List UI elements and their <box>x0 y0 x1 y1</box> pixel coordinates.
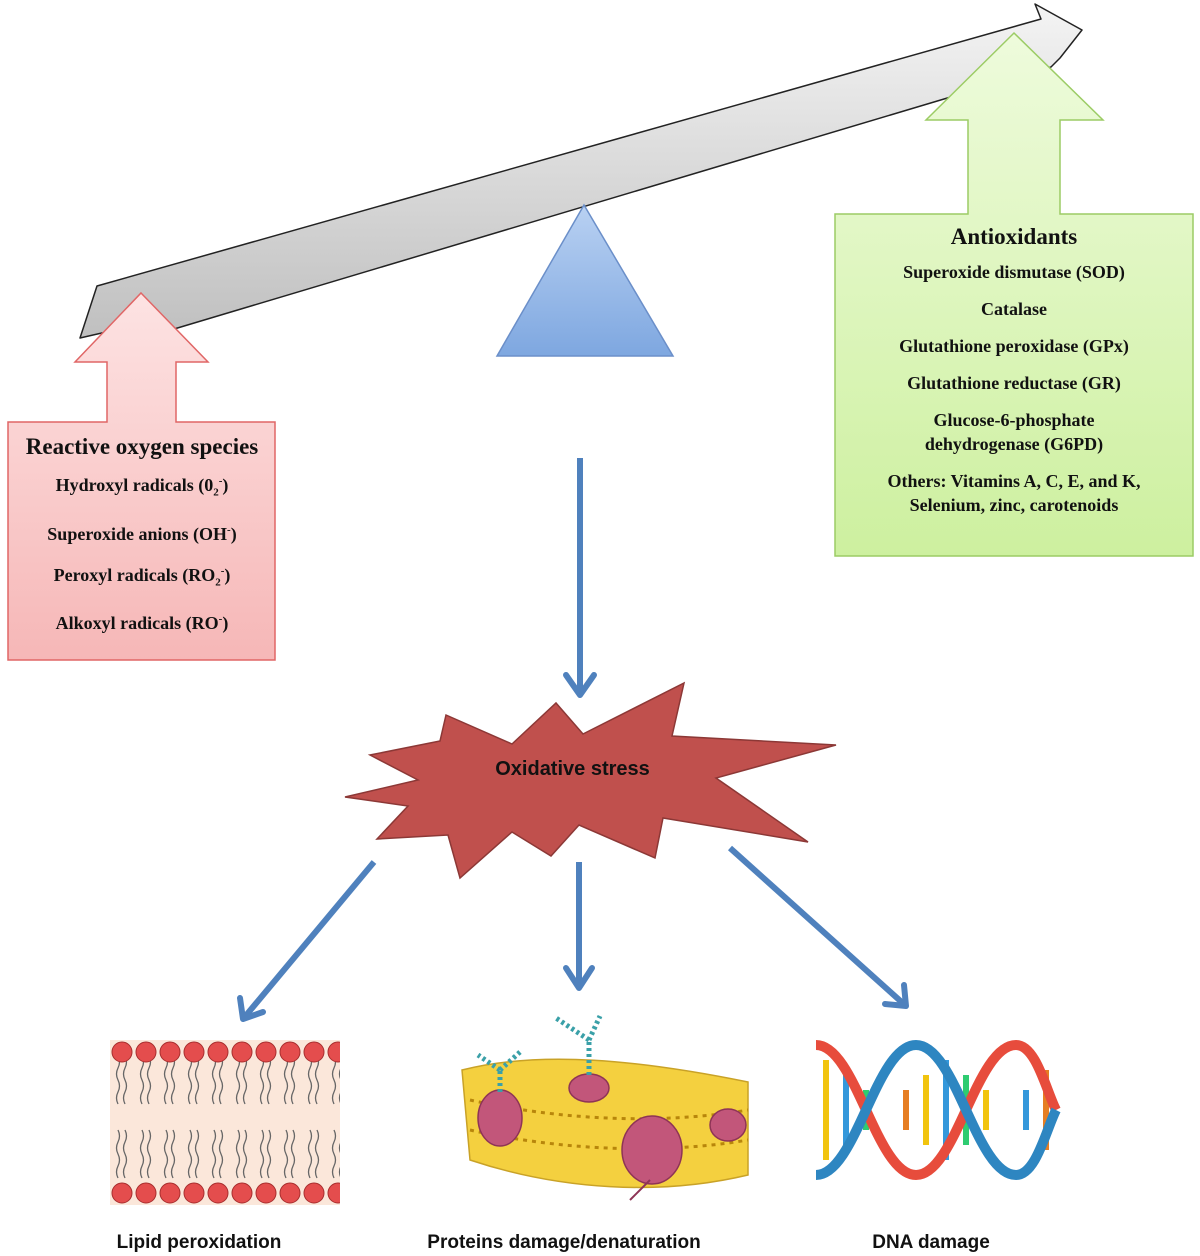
lipid-bilayer-image <box>110 1040 340 1205</box>
antioxidants-text-panel: Antioxidants Superoxide dismutase (SOD) … <box>838 222 1190 530</box>
membrane-protein-image <box>461 1014 749 1201</box>
proteins-damage-caption: Proteins damage/denaturation <box>427 1232 701 1253</box>
dna-helix-image <box>815 1039 1061 1181</box>
antioxidants-title: Antioxidants <box>950 224 1078 249</box>
ros-item-peroxyl: Peroxyl radicals (RO2-) <box>53 564 231 589</box>
antioxidant-item-g6pd: Glucose-6-phosphate dehydrogenase (G6PD) <box>924 410 1104 454</box>
ros-box <box>7 291 276 661</box>
antioxidant-item-catalase: Catalase <box>981 299 1047 319</box>
antioxidant-item-gr: Glutathione reductase (GR) <box>907 373 1121 393</box>
arrow-to-dna <box>727 845 909 1009</box>
antioxidant-item-gpx: Glutathione peroxidase (GPx) <box>899 336 1129 356</box>
oxidative-stress-burst <box>344 681 837 880</box>
fulcrum-triangle <box>495 203 675 357</box>
dna-damage-caption: DNA damage <box>872 1232 990 1253</box>
antioxidant-item-sod: Superoxide dismutase (SOD) <box>903 262 1125 282</box>
ros-text-panel: Reactive oxygen species Hydroxyl radical… <box>10 432 274 648</box>
ros-title: Reactive oxygen species <box>25 434 259 459</box>
lipid-peroxidation-caption: Lipid peroxidation <box>116 1232 282 1253</box>
oxidative-stress-label: Oxidative stress <box>495 758 650 780</box>
ros-item-hydroxyl: Hydroxyl radicals (02-) <box>55 475 229 499</box>
antioxidants-box <box>834 31 1194 557</box>
ros-item-alkoxyl: Alkoxyl radicals (RO-) <box>55 613 229 634</box>
antioxidant-item-others: Others: Vitamins A, C, E, and K, Seleniu… <box>887 471 1141 515</box>
arrow-to-lipid <box>240 860 377 1021</box>
ros-item-superoxide: Superoxide anions (OH-) <box>47 523 237 544</box>
